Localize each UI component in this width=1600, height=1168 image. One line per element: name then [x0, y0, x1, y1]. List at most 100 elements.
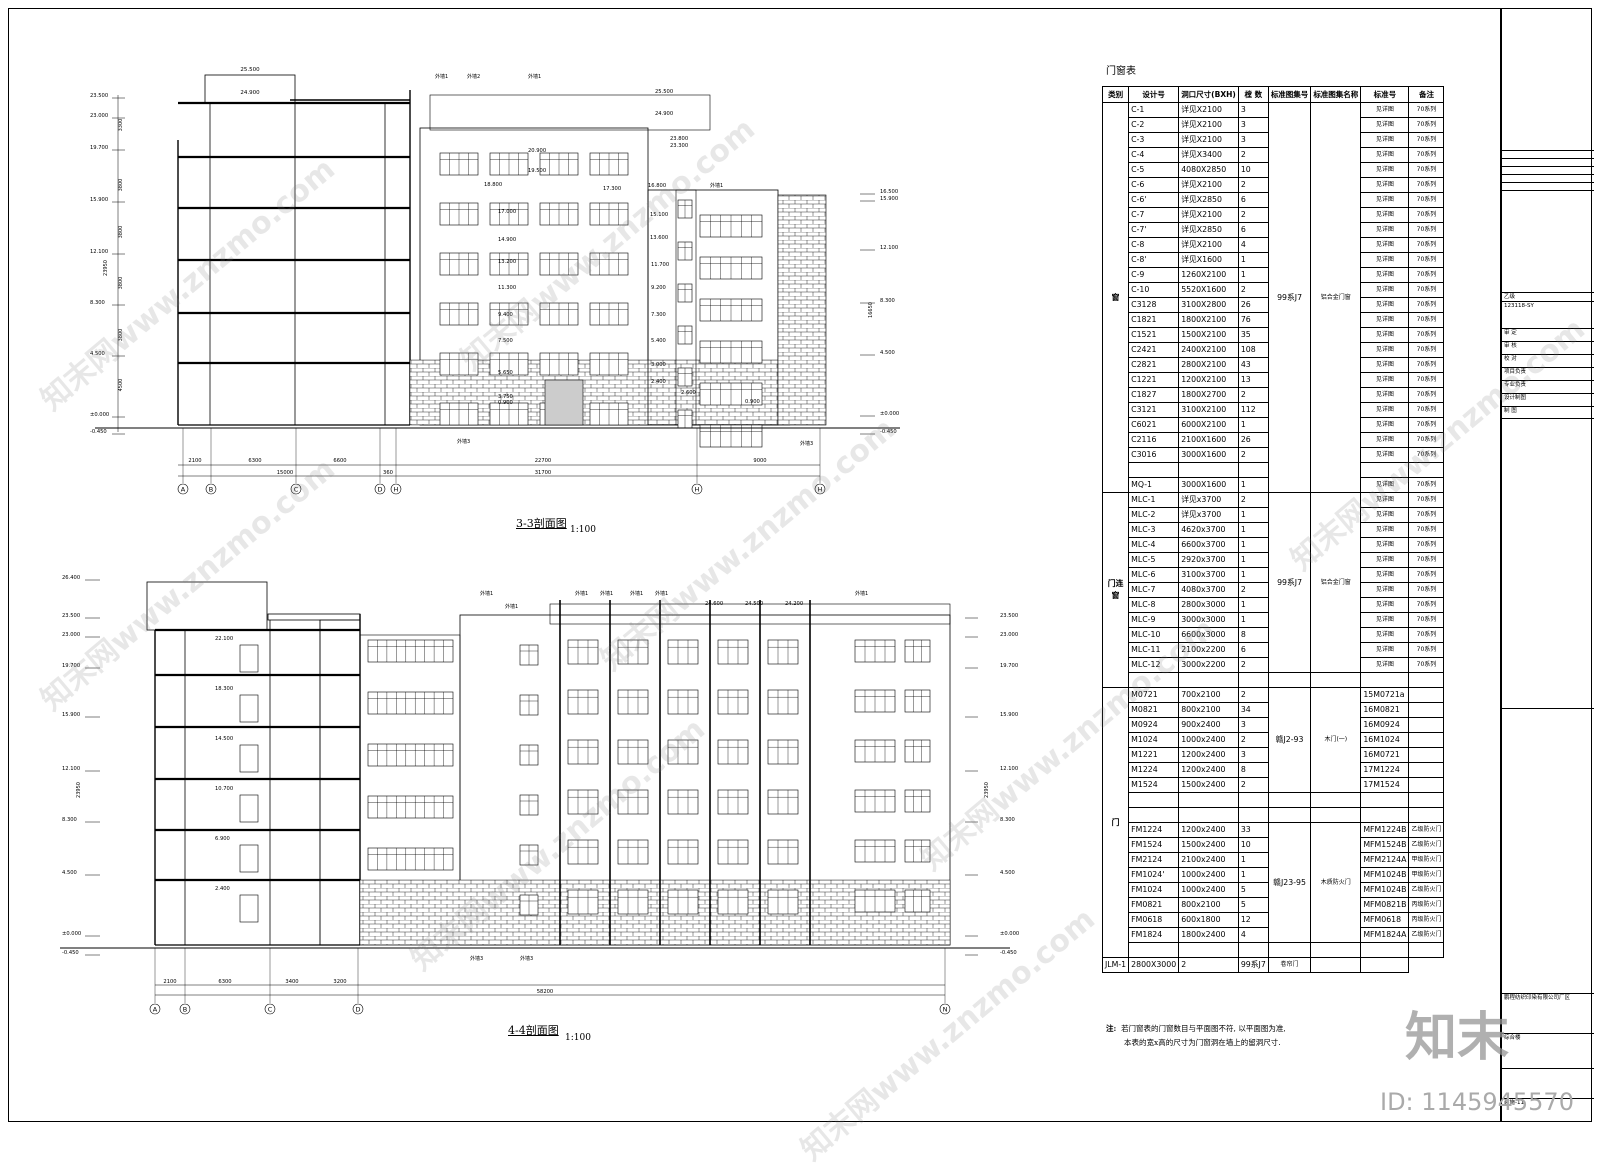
quantity: 108 [1237, 342, 1269, 358]
axis-label: B [209, 485, 213, 493]
series-note: 70系列 [1408, 162, 1445, 178]
std-ref: 见详图 [1360, 357, 1410, 373]
tb-sign-row: 项目负责 [1502, 367, 1594, 377]
elevation-label: 3.750 [498, 394, 513, 400]
series-note: 70系列 [1408, 147, 1445, 163]
window [617, 839, 649, 865]
door-section [239, 894, 259, 923]
window [667, 639, 699, 665]
elevation-label: 8.300 [1000, 817, 1015, 823]
window [567, 639, 599, 665]
quantity: 2 [1237, 177, 1269, 193]
window [567, 689, 599, 715]
series-note: 70系列 [1408, 447, 1445, 463]
design-no: C-7 [1128, 207, 1180, 223]
window [767, 639, 799, 665]
elevation-label: 24.200 [785, 601, 803, 607]
axis-label: H [695, 485, 700, 493]
elevation-label: 22.100 [215, 636, 233, 642]
elevation-label: 26.400 [62, 575, 80, 581]
elevation-label: 13.200 [498, 259, 516, 265]
elevation-label: 23.300 [670, 143, 688, 149]
design-no: C-5 [1128, 162, 1180, 178]
series-note: 70系列 [1408, 282, 1445, 298]
design-no: C-6' [1128, 192, 1180, 208]
window [617, 789, 649, 815]
elevation-label: 20.900 [528, 148, 546, 154]
tb-company-grade: 乙级 [1502, 292, 1594, 302]
std-ref: 见详图 [1360, 222, 1410, 238]
section-33-scale: 1:100 [570, 525, 596, 535]
opening-size: 详见X2100 [1178, 102, 1239, 118]
axis-bubble [177, 483, 189, 495]
series-note: 70系列 [1408, 372, 1445, 388]
section-44-scale: 1:100 [565, 1033, 591, 1043]
quantity: 35 [1237, 327, 1269, 343]
window [904, 789, 931, 813]
opening-size: 1260X2100 [1178, 267, 1239, 283]
opening-size: 4080X2850 [1178, 162, 1239, 178]
elevation-label: 9.400 [498, 312, 513, 318]
quantity: 1 [1237, 417, 1269, 433]
title-grid-row [1502, 150, 1594, 153]
opening-size: 1800X2100 [1178, 312, 1239, 328]
wall-tag: 外墙1 [435, 73, 448, 80]
std-ref: 见详图 [1360, 177, 1410, 193]
opening-size: 详见X2850 [1178, 192, 1239, 208]
elevation-label: 15.900 [90, 197, 108, 203]
wall-tag: 外墙3 [520, 955, 533, 962]
quantity: 1 [1237, 267, 1269, 283]
roof-structure [146, 581, 268, 631]
design-no: C-10 [1128, 282, 1180, 298]
section-drawings: 25.50024.90023.50023.00019.70015.90012.1… [60, 67, 1019, 1015]
window [367, 847, 454, 871]
opening-size: 详见X2100 [1178, 177, 1239, 193]
wall-tag: 外墙1 [505, 603, 518, 610]
elevation-label: 8.300 [880, 298, 895, 304]
elevation-label: 25.500 [240, 67, 260, 73]
elevation-label: 23.500 [62, 613, 80, 619]
title-grid-row [1502, 190, 1594, 193]
series-note: 70系列 [1408, 222, 1445, 238]
elevation-label: 17.000 [498, 209, 516, 215]
window [904, 889, 931, 913]
std-atlas-no: 99系J7 [1267, 102, 1312, 493]
elevation-label: 19.700 [1000, 663, 1018, 669]
dimension-label: 58200 [537, 989, 554, 995]
section-33-title: 3-3剖面图 [516, 517, 567, 530]
elevation-label: 19.700 [62, 663, 80, 669]
design-no: C2821 [1128, 357, 1180, 373]
axis-label: N [943, 1005, 948, 1013]
elevation-label: 5.650 [498, 370, 513, 376]
parapet [429, 94, 711, 131]
elevation-label: -0.450 [90, 429, 107, 435]
window [567, 789, 599, 815]
series-note: 70系列 [1408, 192, 1445, 208]
std-ref: 见详图 [1360, 342, 1410, 358]
elevation-label: -0.450 [62, 950, 79, 956]
elevation-label: 15.900 [880, 196, 898, 202]
design-no: C1521 [1128, 327, 1180, 343]
elevation-label: 14.900 [498, 237, 516, 243]
elevation-label: 16.500 [880, 189, 898, 195]
elevation-label: 6.900 [215, 836, 230, 842]
series-note: 70系列 [1408, 312, 1445, 328]
elevation-label: 11.700 [651, 262, 669, 268]
stair-shaft [319, 619, 361, 946]
series-note: 70系列 [1408, 117, 1445, 133]
quantity: 6 [1237, 222, 1269, 238]
std-ref: 见详图 [1360, 282, 1410, 298]
quantity: 2 [1237, 447, 1269, 463]
elevation-label: 9.200 [651, 285, 666, 291]
opening-size: 1200X2100 [1178, 372, 1239, 388]
tb-sign-row: 审 定 [1502, 328, 1594, 338]
